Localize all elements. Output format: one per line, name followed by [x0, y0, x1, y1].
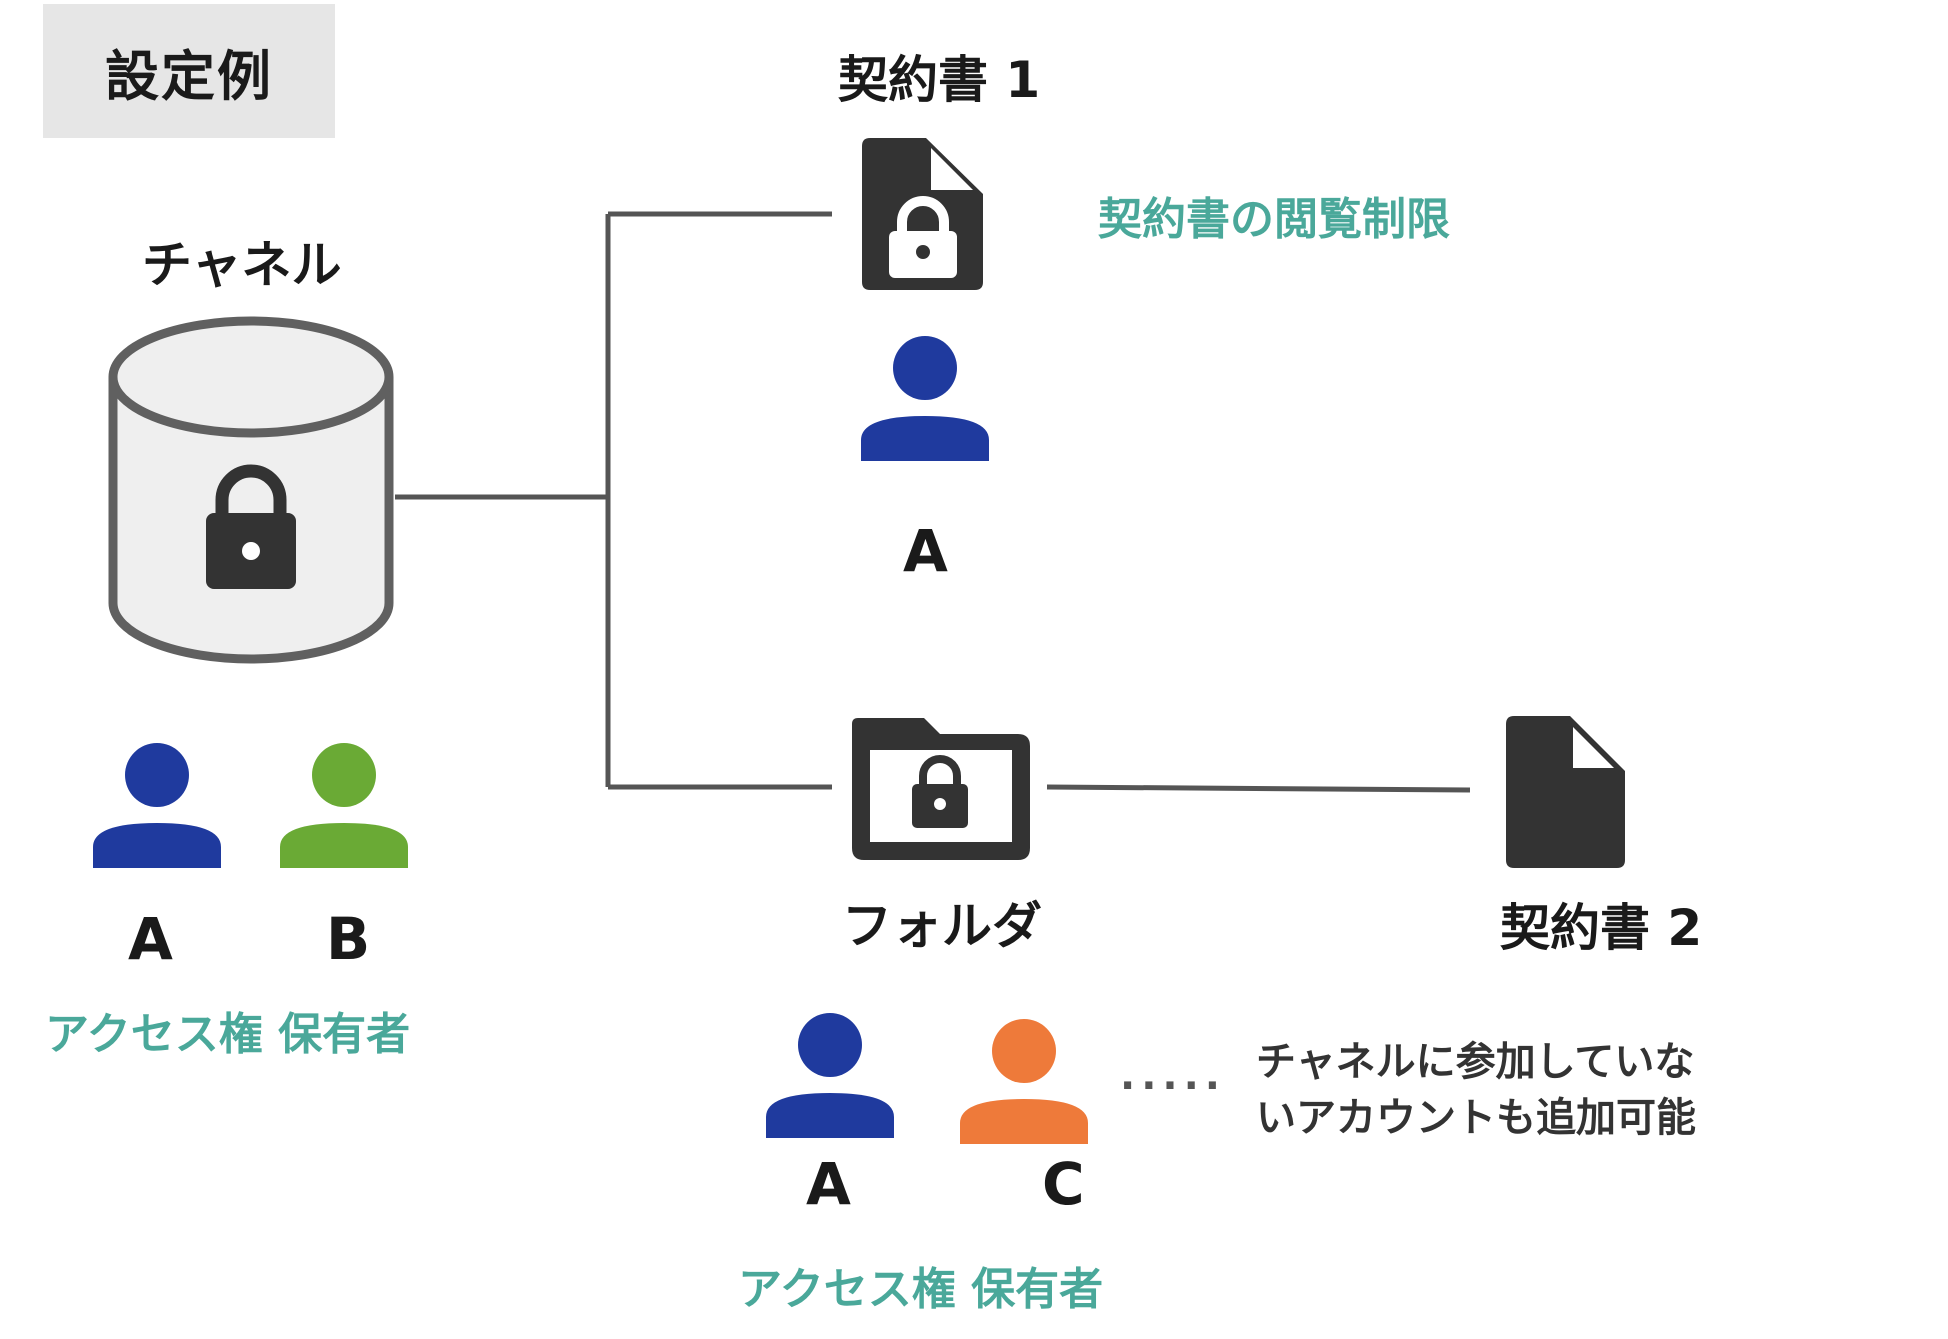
folder-user-a-label: A [806, 1150, 851, 1218]
note-leader-dots: ..... [1120, 1053, 1226, 1099]
user-icon-folder-a [766, 1013, 894, 1138]
document-icon [1506, 716, 1625, 868]
user-icon-folder-c [960, 1019, 1088, 1144]
document-lock-icon [862, 138, 983, 290]
channel-user-b-label: B [326, 905, 371, 973]
contract1-title: 契約書 1 [838, 51, 1041, 109]
database-lock-icon [108, 316, 394, 664]
user-icon-channel-b [280, 743, 408, 868]
contract1-user-a-label: A [903, 517, 948, 585]
user-icon-contract1-a [861, 336, 989, 461]
example-tag: 設定例 [43, 4, 335, 138]
channel-title: チャネル [142, 236, 342, 294]
contract2-title: 契約書 2 [1500, 899, 1703, 957]
user-icon-channel-a [93, 743, 221, 868]
folder-user-c-label: C [1042, 1150, 1085, 1218]
channel-access-label: アクセス権 保有者 [45, 1009, 411, 1060]
folder-access-label: アクセス権 保有者 [738, 1264, 1104, 1315]
folder-title: フォルダ [842, 897, 1042, 955]
channel-user-a-label: A [128, 905, 173, 973]
contract1-restriction-label: 契約書の閲覧制限 [1098, 194, 1450, 245]
example-tag-label: 設定例 [105, 44, 273, 108]
folder-lock-icon [852, 718, 1030, 860]
folder-note: チャネルに参加していないアカウントも追加可能 [1256, 1039, 1696, 1141]
connector-lines [395, 211, 1471, 793]
